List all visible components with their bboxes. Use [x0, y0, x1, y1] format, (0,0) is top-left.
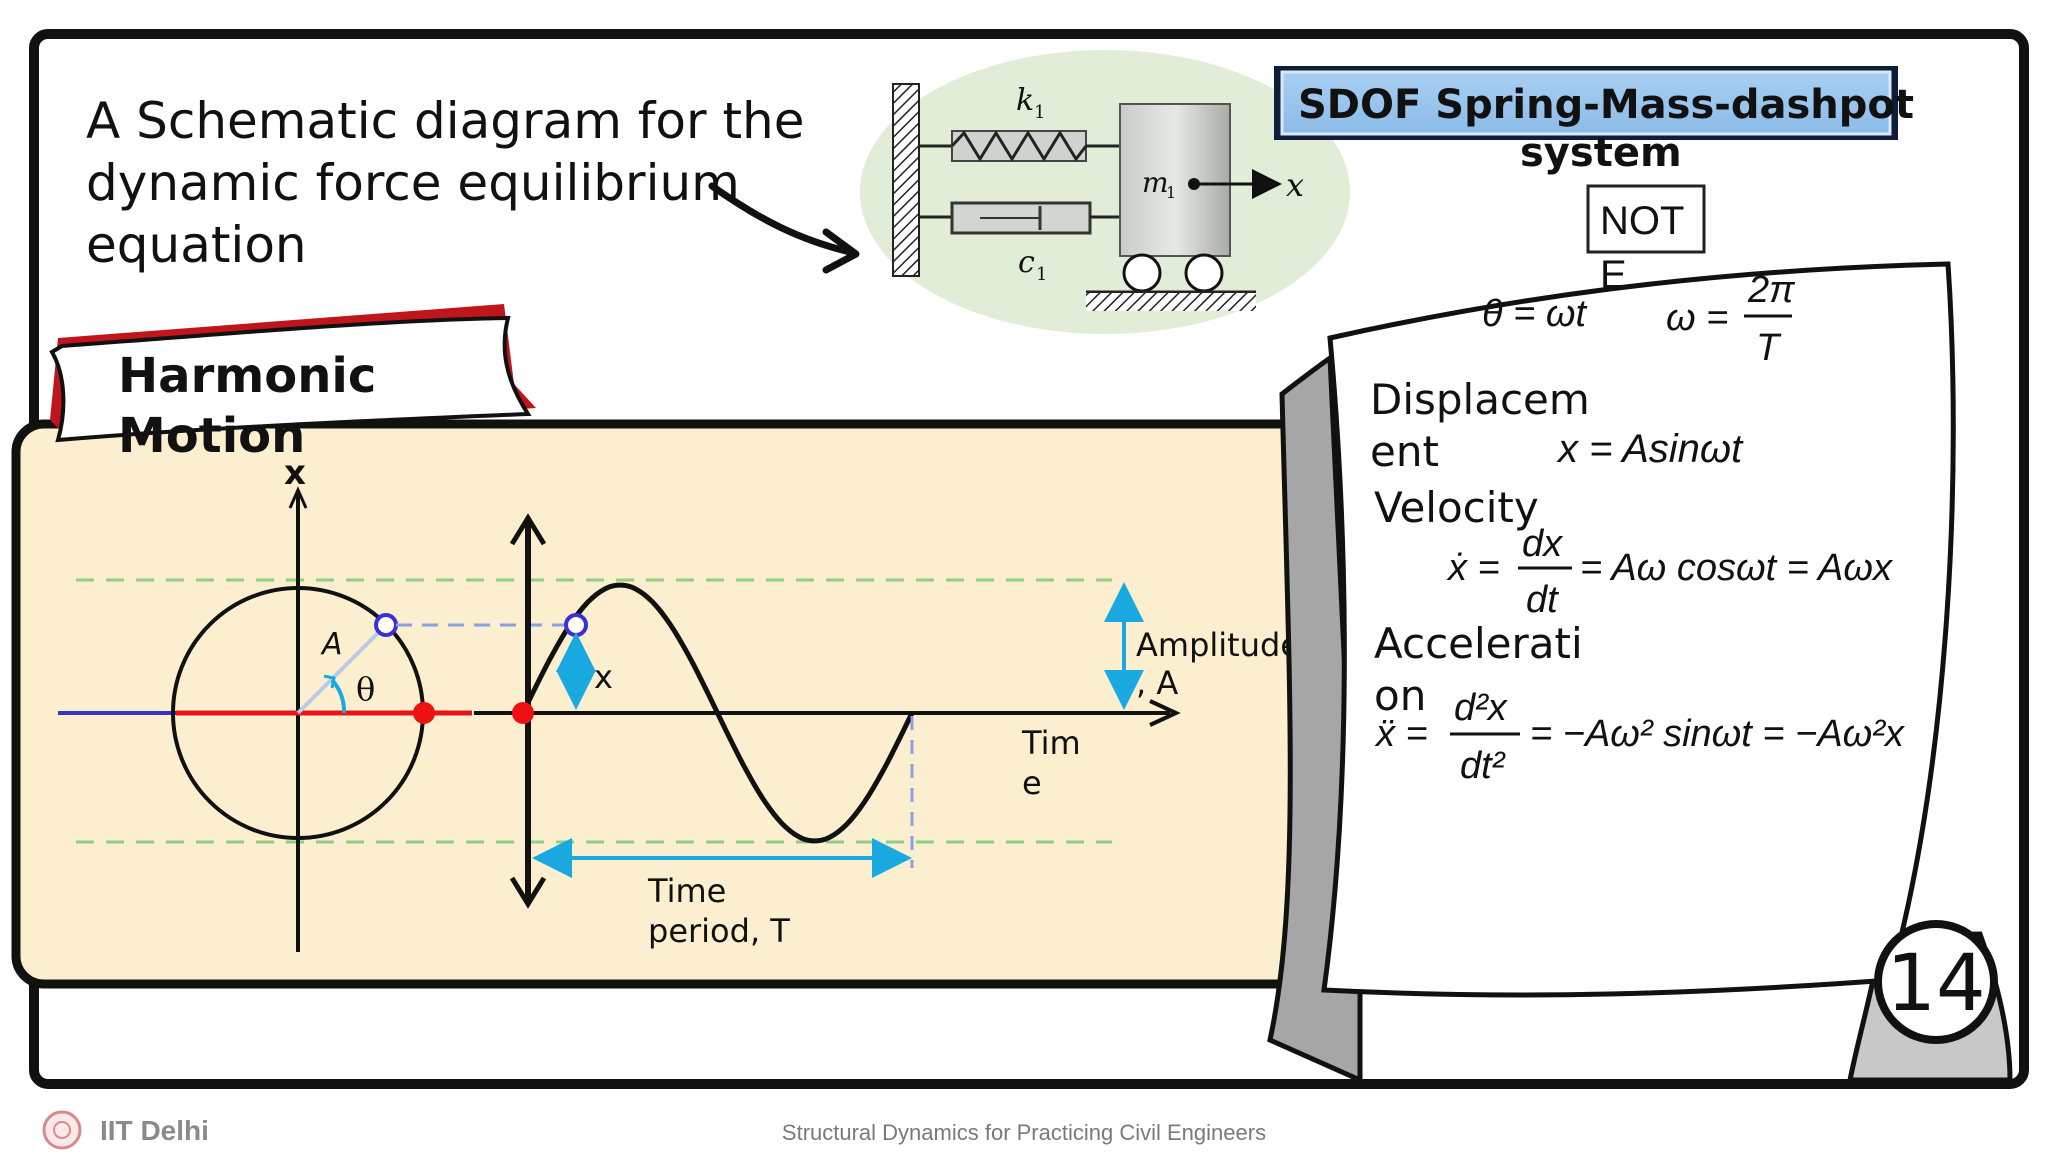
period-label-2: period, T [648, 912, 790, 950]
footer: IIT Delhi Structural Dynamics for Practi… [42, 1110, 1266, 1150]
velocity-rhs: = Aω cosωt = Aωx [1580, 547, 1894, 589]
velocity-label: Velocity [1374, 483, 1539, 532]
amplitude-label-1: Amplitude [1136, 626, 1300, 664]
note-tab: NOT E [1586, 184, 1706, 297]
displacement-label: x [1286, 166, 1304, 204]
velocity-lhs: ẋ = [1446, 547, 1500, 589]
sdof-title-line-2: system [1520, 130, 1682, 176]
displacement-label-2: ent [1370, 427, 1439, 476]
roller-right [1184, 253, 1224, 293]
sdof-title-box: SDOF Spring-Mass-dashpot system [1274, 66, 1914, 176]
angle-label: θ [356, 670, 375, 708]
page-number: 14 [1886, 939, 1985, 1029]
omega-numerator: 2π [1747, 269, 1796, 311]
footer-logo-text: IIT Delhi [100, 1115, 209, 1146]
banner-white [49, 315, 532, 443]
displacement-equation: x = Asinωt [1556, 427, 1744, 471]
note-tab-line-1: NOT [1600, 199, 1684, 243]
intro-line-3: equation [86, 216, 307, 274]
intro-heading: A Schematic diagram for the dynamic forc… [86, 92, 805, 274]
banner-line-2: Motion [118, 408, 305, 464]
pointer-arrowhead [822, 228, 860, 274]
acceleration-label-1: Accelerati [1374, 619, 1583, 668]
velocity-denominator: dt [1526, 579, 1559, 621]
wave-start-marker [512, 702, 534, 724]
mass-label-sub: 1 [1166, 183, 1176, 202]
acceleration-numerator: d²x [1454, 687, 1509, 729]
fixed-wall [892, 83, 920, 277]
sdof-title-fill [1280, 70, 1892, 136]
sdof-title-line-1: SDOF Spring-Mass-dashpot [1298, 82, 1914, 128]
circle-point-marker [374, 613, 398, 637]
sine-wave [520, 582, 915, 844]
time-axis-bottom-arrow [509, 876, 547, 909]
note-tab-line-2: E [1600, 253, 1627, 297]
mass-label: m [1142, 166, 1169, 199]
omega-denominator: T [1756, 327, 1782, 369]
acceleration-label-2: on [1374, 671, 1426, 720]
velocity-numerator: dx [1522, 523, 1564, 565]
circle-axis-label: x [284, 453, 306, 493]
theta-equation: θ = ωt [1482, 293, 1588, 335]
period-label-1: Time [647, 872, 726, 910]
dashpot-label: c [1018, 245, 1035, 280]
sdof-schematic: k 1 c 1 m 1 x [860, 50, 1350, 334]
intro-line-2: dynamic force equilibrium [86, 154, 740, 212]
spring-coil [950, 130, 1088, 162]
angle-arrow-tip [323, 674, 336, 689]
time-axis-label-2: e [1022, 764, 1042, 802]
formula-block: θ = ωt ω = 2π T Displacem ent x = Asinωt… [1370, 269, 1906, 787]
iit-logo-inner [53, 1121, 71, 1139]
radius-label: A [320, 627, 343, 662]
banner-line-1: Harmonic [118, 348, 376, 404]
page-number-badge: 14 [1874, 920, 1998, 1044]
harmonic-banner: Harmonic Motion [49, 304, 536, 464]
spring-label-sub: 1 [1034, 102, 1045, 123]
acceleration-denominator: dt² [1460, 745, 1506, 787]
harmonic-plot: x A θ Tim e x Amplitude , A Time pe [58, 453, 1300, 952]
time-axis-top-arrow [509, 513, 547, 546]
mass-block [1119, 103, 1231, 257]
note-paper [1267, 261, 2013, 1084]
intro-line-1: A Schematic diagram for the [86, 92, 805, 150]
displacement-indicator-label: x [594, 658, 613, 696]
acceleration-rhs: = −Aω² sinωt = −Aω²x [1530, 713, 1906, 755]
spring-label: k [1016, 83, 1034, 118]
wave-point-marker [564, 613, 588, 637]
time-axis-label-1: Tim [1021, 724, 1081, 762]
amplitude-label-2: , A [1136, 664, 1178, 702]
rotating-radius [296, 623, 388, 715]
roller-left [1122, 253, 1162, 293]
displacement-label-1: Displacem [1370, 375, 1590, 424]
acceleration-lhs: ẍ = [1374, 713, 1428, 755]
dashpot-cylinder [950, 201, 1092, 235]
iit-logo-icon [42, 1110, 82, 1150]
footer-course-title: Structural Dynamics for Practicing Civil… [782, 1120, 1266, 1145]
omega-lhs: ω = [1666, 297, 1728, 339]
time-axis-right-arrow [1149, 699, 1181, 727]
circle-red-marker [413, 702, 435, 724]
ground-hatch [1086, 293, 1256, 311]
pointer-arrow [708, 182, 854, 256]
note-tab-box [1586, 184, 1706, 254]
page-number-ring [1874, 920, 1998, 1044]
circle-axis-arrowhead [288, 486, 308, 509]
dashpot-label-sub: 1 [1036, 264, 1047, 285]
